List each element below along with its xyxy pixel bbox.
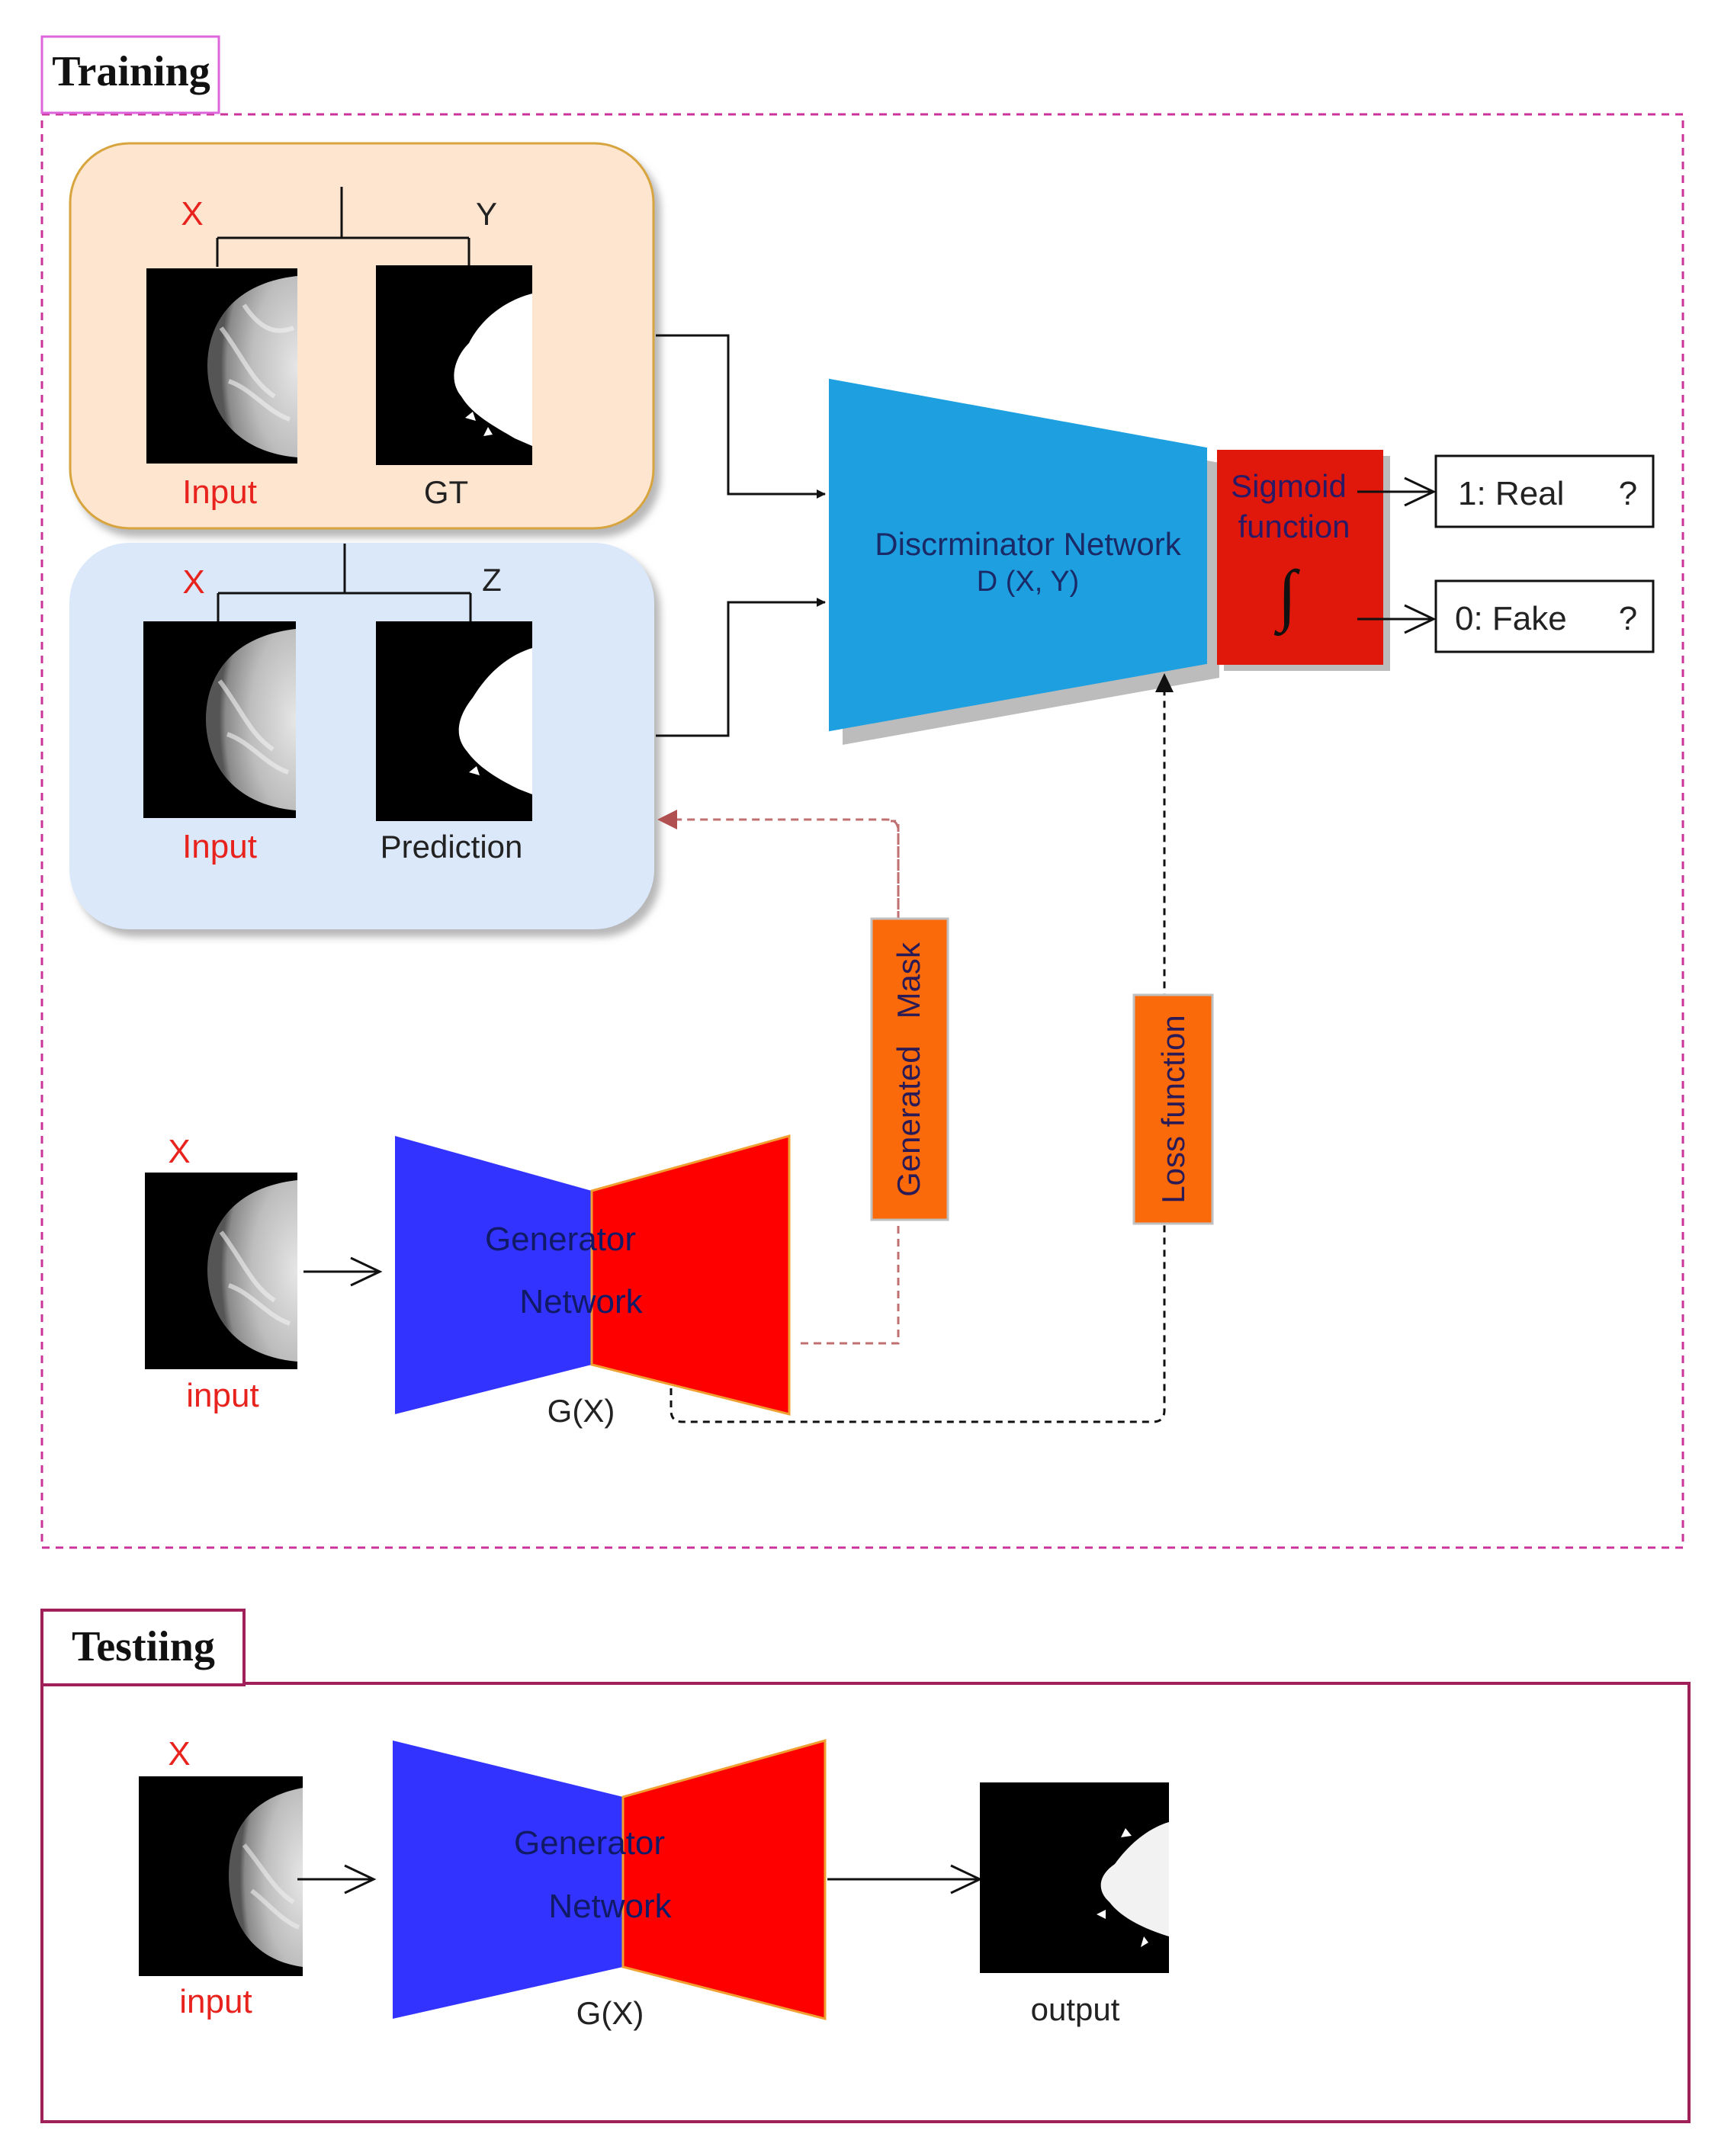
train-generator-caption: G(X) bbox=[547, 1393, 615, 1429]
loss-to-discriminator bbox=[670, 690, 1166, 1423]
sigmoid-function-block: Sigmoid function ∫ bbox=[1217, 450, 1390, 671]
test-output-mask bbox=[980, 1782, 1169, 1973]
train-generator-encoder bbox=[395, 1136, 592, 1414]
testing-generator-group: X input Generator Network G(X) output bbox=[139, 1735, 1169, 2031]
fake-z-label: Z bbox=[482, 562, 502, 598]
testing-section: Testiing bbox=[40, 1609, 1691, 2123]
train-x-label: X bbox=[168, 1133, 190, 1170]
generated-mask-text: Generated Mask bbox=[891, 942, 926, 1197]
real-output-box: 1: Real ? bbox=[1434, 454, 1655, 528]
testing-border bbox=[40, 1682, 1691, 2123]
generated-mask-to-fake-panel bbox=[665, 818, 900, 1345]
train-input-caption: input bbox=[186, 1377, 258, 1414]
train-generator-decoder bbox=[590, 1134, 791, 1416]
real-pair-bracket bbox=[216, 187, 470, 267]
test-generator-decoder bbox=[621, 1739, 827, 2020]
test-generator-label-line2: Network bbox=[548, 1888, 672, 1925]
sigmoid-box bbox=[1217, 450, 1383, 665]
discriminator-network: Discrminator Network D (X, Y) bbox=[829, 378, 1219, 745]
fake-input-caption: Input bbox=[182, 828, 257, 865]
fake-pair-bracket bbox=[217, 544, 472, 621]
loss-function-text: Loss function bbox=[1155, 1015, 1191, 1204]
fake-pair-panel: X Z Input Prediction bbox=[69, 543, 654, 929]
fake-input-mammogram bbox=[143, 621, 296, 818]
fake-output-question: ? bbox=[1619, 600, 1637, 637]
train-generator-label-line2: Network bbox=[519, 1283, 643, 1320]
discriminator-formula: D (X, Y) bbox=[977, 566, 1079, 598]
loss-function-label: Loss function bbox=[1132, 993, 1214, 1225]
test-generator-caption: G(X) bbox=[576, 1995, 644, 2031]
test-x-label: X bbox=[168, 1735, 190, 1773]
real-output-question: ? bbox=[1619, 475, 1637, 512]
real-gt-caption: GT bbox=[424, 474, 468, 510]
training-title-box bbox=[40, 35, 220, 114]
real-output-label: 1: Real bbox=[1458, 475, 1564, 512]
real-x-label: X bbox=[181, 195, 203, 233]
real-pair-panel: X Y Input GT bbox=[69, 142, 655, 530]
test-generator-label-line1: Generator bbox=[514, 1824, 665, 1862]
generated-mask-label: Generated Mask bbox=[870, 917, 949, 1221]
test-output-caption: output bbox=[1031, 1991, 1120, 2027]
fake-output-label: 0: Fake bbox=[1455, 600, 1567, 637]
fake-to-discriminator-arrow bbox=[656, 598, 826, 737]
training-section: Training bbox=[40, 35, 1684, 1549]
real-input-caption: Input bbox=[182, 473, 257, 511]
mask-arrowhead bbox=[657, 810, 677, 829]
fake-output-box: 0: Fake ? bbox=[1434, 579, 1655, 653]
test-input-caption: input bbox=[179, 1983, 252, 2020]
fake-prediction-caption: Prediction bbox=[381, 829, 523, 865]
train-input-mammogram bbox=[145, 1173, 297, 1369]
discriminator-label: Discrminator Network bbox=[875, 526, 1181, 562]
test-generator-encoder bbox=[393, 1741, 623, 2019]
sigmoid-label-line2: function bbox=[1238, 509, 1350, 544]
real-gt-mask bbox=[376, 265, 532, 465]
testing-title-box bbox=[40, 1609, 246, 1686]
integral-icon: ∫ bbox=[1274, 557, 1301, 637]
loss-arrowhead bbox=[1155, 673, 1174, 692]
fake-x-label: X bbox=[182, 563, 204, 601]
training-title: Training bbox=[52, 48, 210, 95]
real-input-mammogram bbox=[146, 268, 297, 464]
real-to-discriminator-arrow bbox=[656, 334, 826, 499]
real-y-label: Y bbox=[476, 196, 497, 232]
fake-prediction-mask bbox=[376, 621, 532, 821]
train-generator-label-line1: Generator bbox=[485, 1221, 636, 1258]
training-generator-group: X input Generator Network G(X) bbox=[145, 1133, 791, 1429]
test-input-mammogram bbox=[139, 1776, 303, 1976]
sigmoid-label-line1: Sigmoid bbox=[1231, 468, 1347, 504]
discriminator-shape bbox=[829, 378, 1207, 732]
testing-title: Testiing bbox=[72, 1623, 215, 1670]
